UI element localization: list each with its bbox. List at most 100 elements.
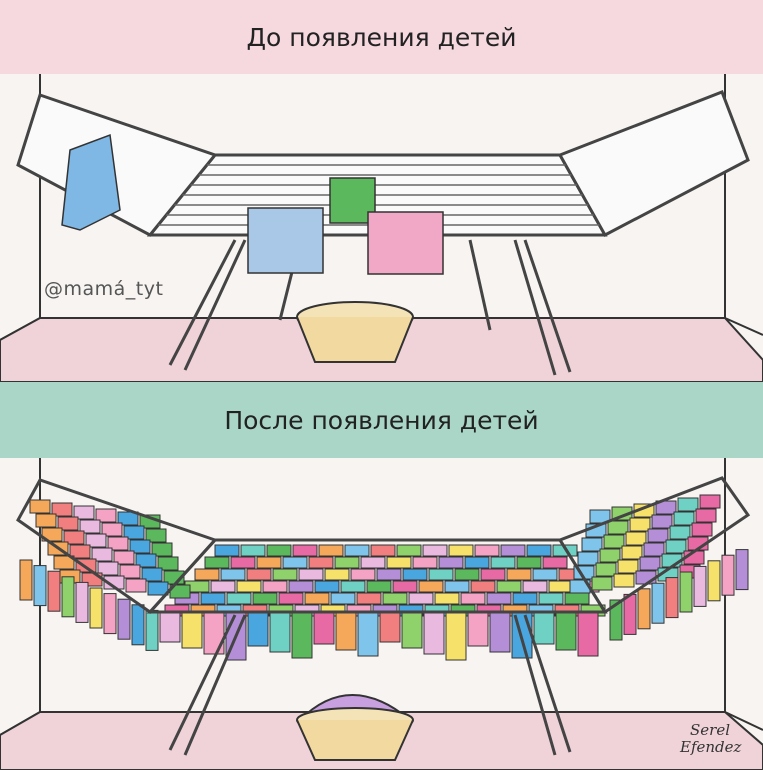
before-caption: До появления детей	[0, 0, 763, 74]
clothing-item	[693, 565, 707, 607]
clothing-item	[512, 592, 538, 605]
clothing-item	[635, 570, 657, 585]
after-caption: После появления детей	[0, 382, 763, 458]
clothing-item	[288, 580, 314, 593]
clothing-item	[85, 533, 107, 548]
clothing-item	[292, 544, 318, 557]
clothing-item	[460, 592, 486, 605]
clothing-item	[599, 548, 621, 563]
clothing-item	[101, 522, 123, 537]
clothing-item	[89, 587, 103, 629]
clothing-item	[428, 568, 454, 581]
clothing-item	[467, 611, 489, 647]
clothing-item	[625, 531, 647, 546]
clothing-item	[145, 609, 159, 651]
clothing-item	[335, 611, 357, 651]
clothing-item	[699, 494, 721, 509]
clothing-item	[252, 592, 278, 605]
clothing-item	[103, 575, 125, 590]
clothing-item	[61, 576, 75, 618]
clothing-item	[33, 565, 47, 607]
clothing-item	[314, 580, 340, 593]
clothing-item	[506, 568, 532, 581]
clothing-item	[69, 544, 91, 559]
clothing-item	[480, 568, 506, 581]
clothing-item	[386, 556, 412, 569]
clothing-item	[669, 525, 691, 540]
clothing-item	[57, 516, 79, 531]
clothing-item	[129, 539, 151, 554]
clothing-item	[591, 576, 613, 591]
clothing-item	[445, 611, 467, 661]
clothing-item	[135, 553, 157, 568]
clothing-item	[470, 580, 496, 593]
clothing-item	[119, 564, 141, 579]
clothing-item	[522, 580, 548, 593]
clothing-item	[526, 544, 552, 557]
clothing-item	[157, 556, 179, 571]
clothing-item	[629, 517, 651, 532]
clothing-item	[613, 573, 635, 588]
clothing-item	[412, 556, 438, 569]
clothing-item	[396, 544, 422, 557]
clothing-item	[623, 593, 637, 635]
clothing-item	[246, 568, 272, 581]
clothing-item	[269, 611, 291, 653]
laundry-basket	[296, 694, 414, 761]
clothing-item	[408, 592, 434, 605]
clothing-item	[308, 556, 334, 569]
clothing-item	[490, 556, 516, 569]
clothing-item	[214, 544, 240, 557]
clothing-item	[350, 568, 376, 581]
laundry-basket	[296, 301, 414, 363]
clothing-item	[651, 582, 665, 624]
clothing-item	[344, 544, 370, 557]
clothing-item	[617, 559, 639, 574]
before-illustration	[0, 74, 763, 382]
clothing-item	[266, 544, 292, 557]
clothing-item	[103, 593, 117, 635]
clothing-item	[324, 568, 350, 581]
clothing-item	[603, 534, 625, 549]
signature: Serel	[690, 721, 730, 739]
drying-rack	[16, 476, 751, 756]
clothing-item	[194, 568, 220, 581]
clothing-item	[117, 598, 131, 640]
clothing-item	[533, 611, 555, 645]
clothing-item	[73, 505, 95, 520]
clothing-item	[418, 580, 444, 593]
clothing-item	[542, 556, 568, 569]
clothing-item	[464, 556, 490, 569]
clothing-item	[318, 544, 344, 557]
clothing-item	[95, 508, 117, 523]
clothing-item	[376, 568, 402, 581]
clothing-item	[379, 611, 401, 643]
clothing-item	[141, 567, 163, 582]
clothing-item	[577, 551, 599, 566]
clothing-item	[151, 542, 173, 557]
clothing-item	[35, 513, 57, 528]
clothing-item	[203, 611, 225, 655]
svg-text:Efendez: Efendez	[679, 738, 742, 756]
clothing-item	[272, 568, 298, 581]
clothing-item	[609, 599, 623, 641]
clothing-item	[679, 571, 693, 613]
after-illustration: Serel Efendez	[0, 458, 763, 770]
clothing-item	[226, 592, 252, 605]
clothing-item	[422, 544, 448, 557]
clothing-item	[91, 547, 113, 562]
clothing-item	[210, 580, 236, 593]
clothing-item	[639, 556, 661, 571]
clothing-item	[51, 502, 73, 517]
clothing-item	[334, 556, 360, 569]
clothing-item	[401, 611, 423, 649]
clothing-item	[438, 556, 464, 569]
clothing-item	[41, 527, 63, 542]
clothing-item	[262, 580, 288, 593]
clothing-item	[181, 611, 203, 649]
clothing-item	[256, 556, 282, 569]
clothing-item	[486, 592, 512, 605]
clothing-item	[200, 592, 226, 605]
clothing-item	[304, 592, 330, 605]
clothing-item	[402, 568, 428, 581]
